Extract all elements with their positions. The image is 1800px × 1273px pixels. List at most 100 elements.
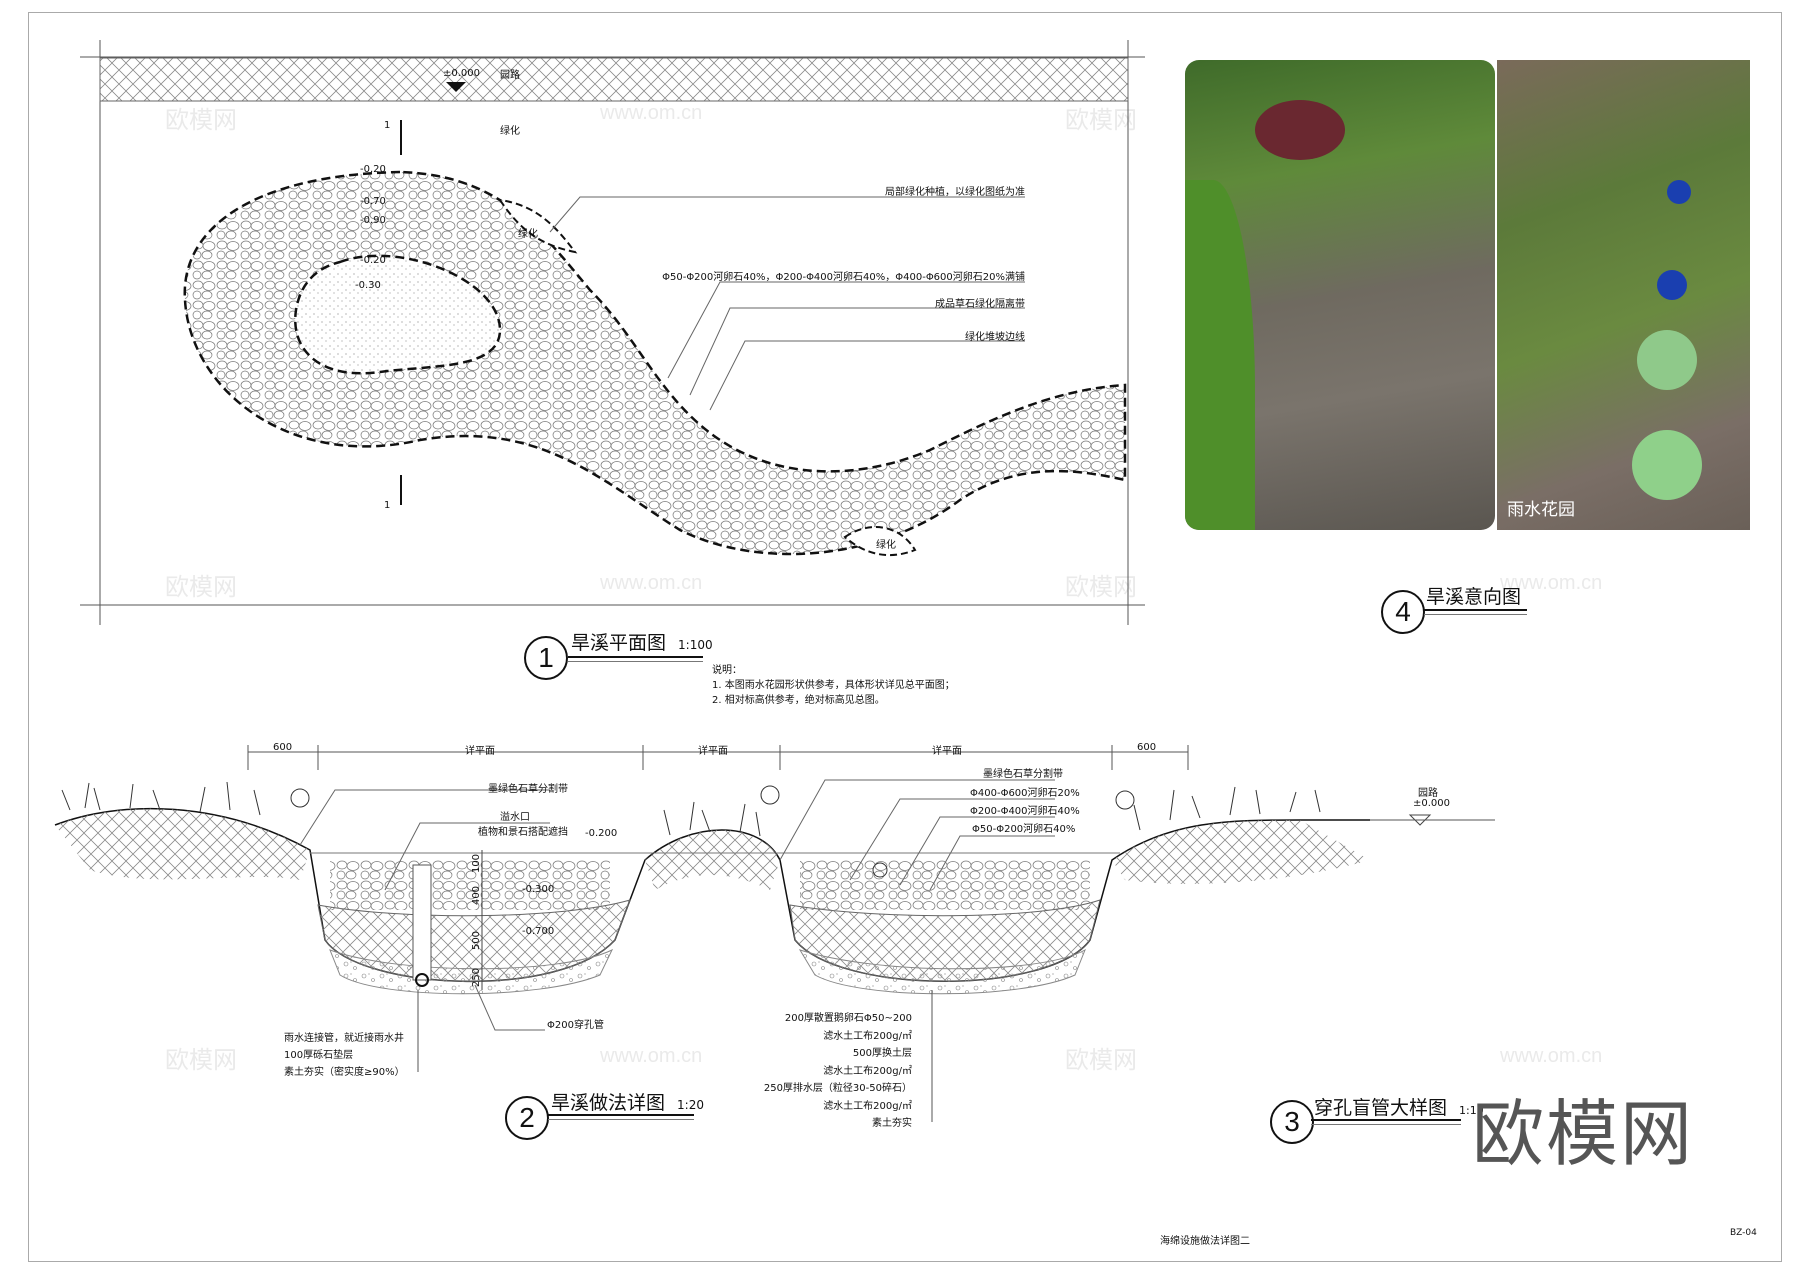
note-item: 2. 相对标高供参考，绝对标高见总图。 [712,695,885,706]
watermark-url: www.om.cn [1500,1045,1603,1067]
drawing-title: 旱溪意向图 [1426,586,1522,608]
watermark-url: www.om.cn [1500,572,1603,594]
callout-label: 局部绿化种植，以绿化图纸为准 [885,187,1025,198]
reference-photo-dry-creek [1185,60,1495,530]
dimension-label: 600 [1137,742,1157,753]
depth-label: 100 [471,853,483,874]
sheet-number: BZ-04 [1730,1228,1757,1238]
drawing-scale: 1:10 [1459,1104,1484,1117]
dimension-label: 600 [273,742,293,753]
notes-heading: 说明： [712,665,742,676]
callout-label: 墨绿色石草分割带 [983,769,1063,780]
watermark-logo: 欧模网 [165,1047,237,1074]
callout-label: Φ200-Φ400河卵石40% [970,806,1080,817]
callout-label: Φ50-Φ200河卵石40%，Φ200-Φ400河卵石40%，Φ400-Φ600… [662,272,1025,283]
title-underline [1424,614,1527,615]
layer-label: 素土夯实（密实度≥90%） [284,1067,405,1078]
note-item: 1. 本图雨水花园形状供参考，具体形状详见总平面图； [712,680,955,691]
green-patch-label: 绿化 [518,229,538,240]
watermark-logo: 欧模网 [1065,107,1137,134]
drawing-title-name: 旱溪做法详图 [551,1092,666,1114]
drawing-sheet-border [28,12,1782,1262]
pipe-label: Φ200穿孔管 [547,1020,604,1031]
left-layer-list: 雨水连接管，就近接雨水井 100厚砾石垫层 素土夯实（密实度≥90%） [284,1030,405,1081]
drawing-scale: 1:20 [677,1098,704,1112]
elevation-label: -0.90 [360,215,386,226]
drawing-title: 旱溪做法详图 1:20 [551,1088,704,1115]
watermark-logo-large: 欧模网 [1472,1092,1695,1176]
title-underline [568,661,703,662]
callout-label: 植物和景石搭配遮挡 [478,827,568,838]
callout-label: Φ50-Φ200河卵石40% [972,824,1076,835]
depth-label: 500 [471,930,483,951]
title-underline [1424,609,1527,611]
sheet-title: 海绵设施做法详图二 [1160,1236,1250,1247]
road-elevation: ±0.000 [1413,798,1451,809]
dimension-label: 详平面 [698,746,728,757]
layer-label: 滤水土工布200g/㎡ [823,1065,912,1077]
watermark-logo: 欧模网 [165,574,237,601]
title-underline [548,1114,694,1116]
drawing-number-badge: 2 [505,1096,549,1140]
layer-label: 200厚散置鹅卵石Φ50~200 [784,1013,912,1024]
watermark-url: www.om.cn [600,572,703,594]
section-mark: 1 [384,500,391,511]
glass-ball [1667,180,1691,204]
elevation-label: -0.20 [360,255,386,266]
layer-label: 素土夯实 [872,1118,912,1129]
layer-label: 滤水土工布200g/㎡ [823,1100,912,1112]
road-label: 园路 [500,70,520,81]
dimension-label: 详平面 [932,746,962,757]
watermark-logo: 欧模网 [1065,1047,1137,1074]
drawing-number-badge: 4 [1381,590,1425,634]
glass-ball [1657,270,1687,300]
layer-label: 250厚排水层（粒径30-50碎石） [763,1083,912,1094]
glass-ball [1637,330,1697,390]
watermark-logo: 欧模网 [165,107,237,134]
glass-ball [1632,430,1702,500]
notes: 说明： 1. 本图雨水花园形状供参考，具体形状详见总平面图； 2. 相对标高供参… [712,663,955,708]
title-underline [548,1119,694,1120]
layer-label: 滤水土工布200g/㎡ [823,1030,912,1042]
section-view [54,745,1495,1122]
callout-label: 溢水口 [500,812,530,823]
layer-label: 雨水连接管，就近接雨水井 [284,1033,404,1044]
maple-shrub [1255,100,1345,160]
callout-label: Φ400-Φ600河卵石20% [970,788,1080,799]
title-underline [1311,1124,1461,1125]
drawing-number-badge: 1 [524,636,568,680]
watermark-url: www.om.cn [600,102,703,124]
photo-caption: 雨水花园 [1507,500,1575,520]
reference-photo-rain-garden: 雨水花园 [1497,60,1750,530]
elevation-label: -0.20 [360,164,386,175]
watermark-logo: 欧模网 [1065,574,1137,601]
drawing-title-name: 旱溪平面图 [571,632,667,654]
watermark-url: www.om.cn [600,1045,703,1067]
callout-label: 成品草石绿化隔离带 [935,299,1025,310]
elevation-label: -0.70 [360,196,386,207]
section-mark: 1 [384,120,391,131]
title-underline [1311,1119,1461,1121]
road-elevation: ±0.000 [443,68,481,79]
road-label: 园路 [1418,788,1438,799]
green-patch-label: 绿化 [876,540,896,551]
layer-label: 100厚砾石垫层 [284,1050,354,1061]
plan-view [80,40,1145,625]
layer-label: 500厚换土层 [852,1048,912,1059]
elevation-label: -0.30 [355,280,381,291]
dimension-label: 详平面 [465,746,495,757]
drawing-title-name: 穿孔盲管大样图 [1314,1097,1448,1119]
drawing-number-badge: 3 [1270,1100,1314,1144]
drawing-title: 穿孔盲管大样图 1:10 [1314,1093,1484,1120]
callout-label: 墨绿色石草分割带 [488,784,568,795]
level-label: -0.200 [585,828,618,839]
level-label: -0.700 [522,926,555,937]
layer-list: 200厚散置鹅卵石Φ50~200 滤水土工布200g/㎡ 500厚换土层 滤水土… [764,1010,912,1133]
lawn [1185,180,1255,530]
depth-label: 250 [471,967,483,988]
depth-label: 400 [471,885,483,906]
callout-label: 绿化堆坡边线 [965,332,1025,343]
green-label: 绿化 [500,126,520,137]
